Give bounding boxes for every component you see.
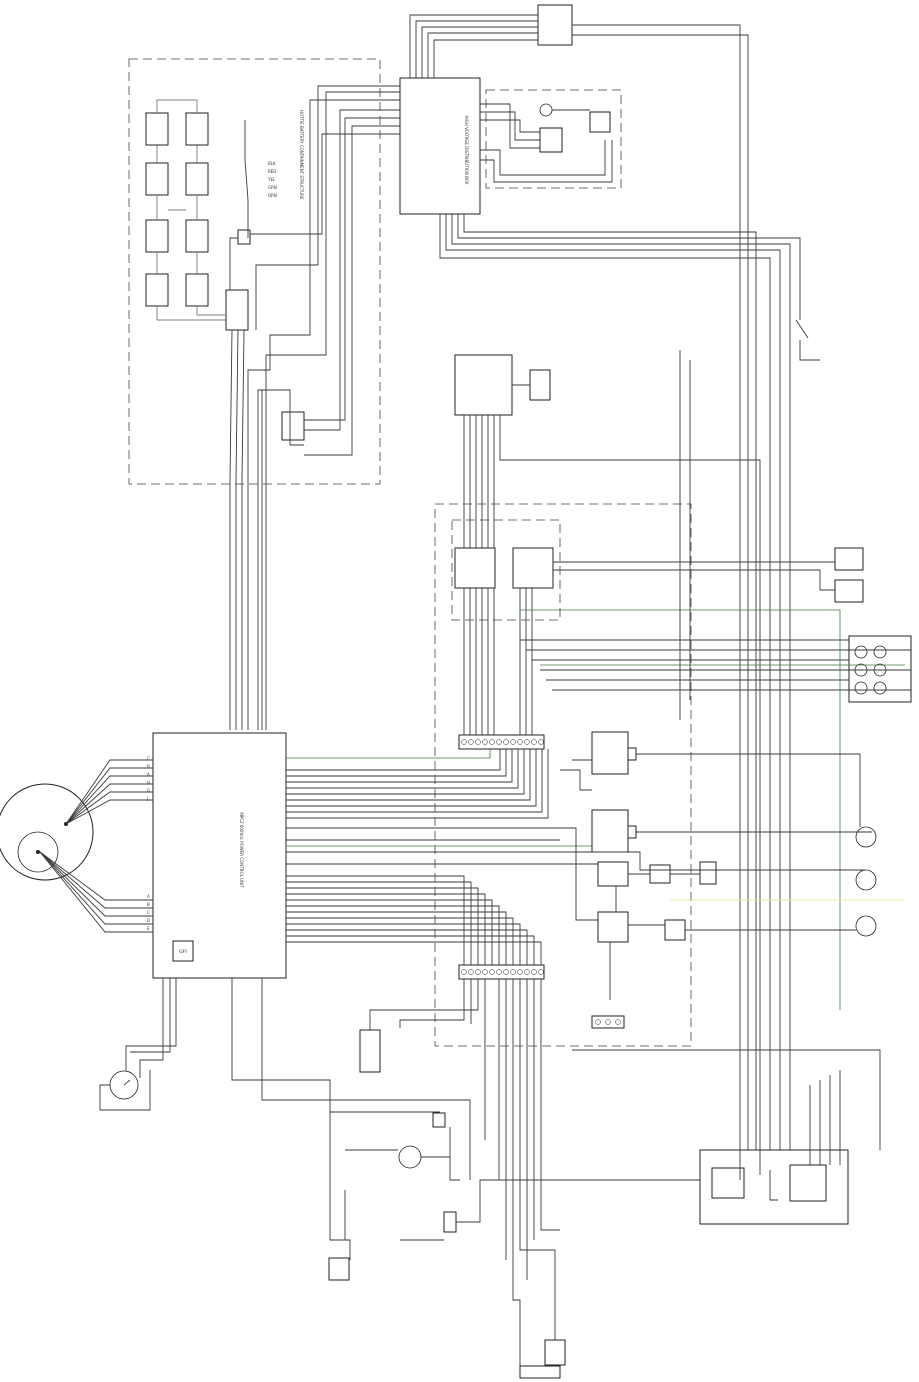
svg-text:HIGH VOLTAGE DISTRIBUTION BOX: HIGH VOLTAGE DISTRIBUTION BOX [464, 116, 469, 185]
fan-motors [855, 826, 877, 937]
svg-text:RED: RED [268, 169, 276, 174]
relay-4 [597, 911, 686, 943]
battery-wire-labels: BLK RED YEL GRN ORN [267, 161, 277, 198]
svg-text:G: G [147, 788, 150, 793]
vacuum-enclosure [485, 89, 622, 189]
bottom-relays [519, 1339, 566, 1379]
battery-contactor [225, 289, 249, 331]
small-connector [591, 1015, 625, 1029]
svg-text:B: B [147, 764, 150, 769]
left-bottom-plug [99, 1070, 151, 1111]
vacuum-assembly [539, 103, 611, 153]
dcdc-converter [359, 1029, 381, 1073]
svg-text:C: C [147, 756, 150, 761]
svg-text:BLK: BLK [268, 161, 276, 166]
pcu-label: MPC2 600Vdc POWER CONTROL UNIT [239, 812, 244, 888]
power-control-unit: GFI MPC2 600Vdc POWER CONTROL UNIT [152, 732, 287, 979]
battery-structure-label: HOTTIE BATTERY CONTAINMENT STRUCTURE [299, 110, 304, 200]
traction-motor [0, 783, 94, 881]
svg-text:B: B [147, 902, 150, 907]
panel-interface [454, 547, 554, 589]
vacuum-switch-box [328, 1257, 350, 1281]
battery-modules [145, 99, 229, 321]
svg-text:YEL: YEL [267, 177, 276, 182]
charge-port [537, 4, 573, 46]
svg-text:H: H [147, 780, 150, 785]
fuse-box [699, 1149, 849, 1225]
hv-distribution-box: HIGH VOLTAGE DISTRIBUTION BOX [399, 77, 481, 215]
svg-text:A: A [147, 772, 150, 777]
terminal-strip-upper [458, 734, 545, 750]
right-indicators [834, 547, 912, 703]
svg-text:J: J [146, 796, 148, 801]
gfi-label: GFI [179, 949, 186, 955]
svg-text:E: E [147, 926, 150, 931]
pcu-left-pins: CBA HGJ ABC DE [146, 756, 150, 931]
svg-text:A: A [147, 894, 150, 899]
dcdc-fuse-box [281, 411, 305, 441]
pedal-switch [454, 354, 551, 416]
ignition-switch [795, 270, 820, 361]
svg-text:GRN: GRN [268, 185, 277, 190]
relay-1 [591, 731, 637, 775]
terminal-strip-lower [458, 964, 545, 980]
svg-text:C: C [147, 910, 150, 915]
relay-2 [591, 809, 637, 853]
controller-enclosure [434, 503, 692, 1047]
vacuum-pump [398, 1112, 457, 1233]
svg-text:ORN: ORN [268, 193, 277, 198]
svg-text:D: D [147, 918, 150, 923]
battery-enclosure [128, 58, 381, 485]
